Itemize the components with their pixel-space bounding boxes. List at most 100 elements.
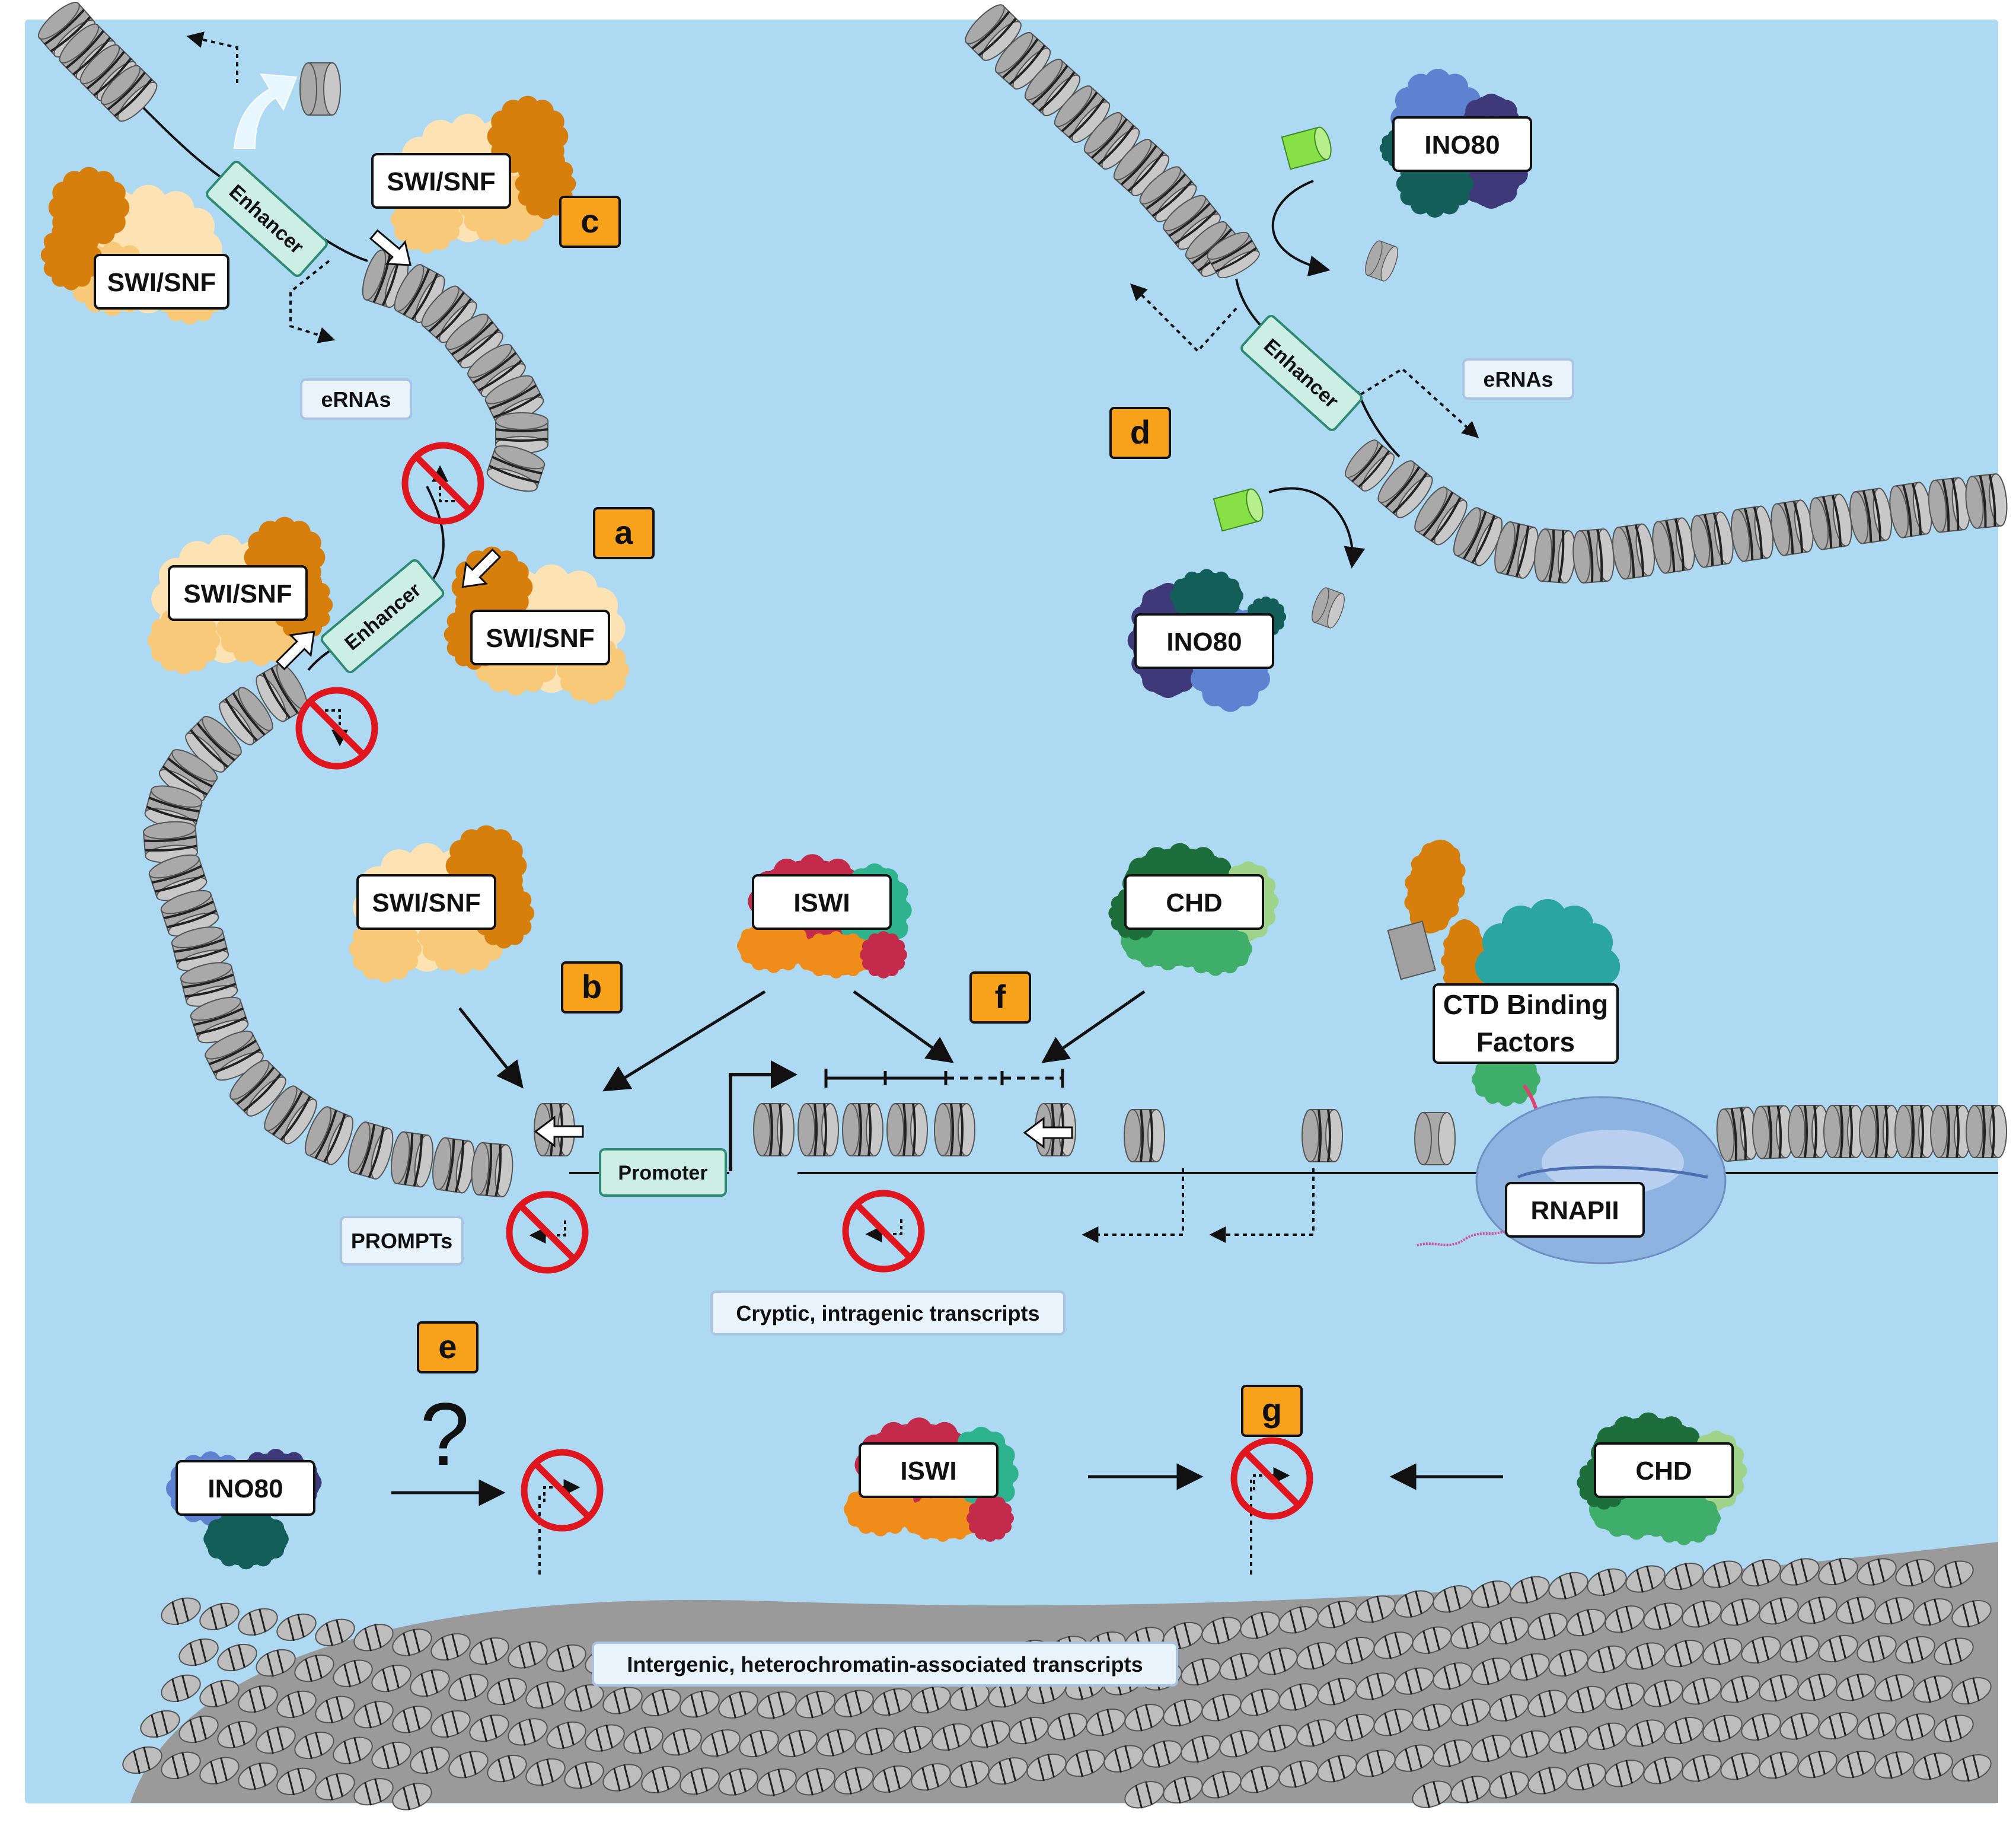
nucleosome — [1083, 112, 1140, 170]
panel-tag-c-text: c — [580, 202, 599, 240]
nucleosome — [421, 285, 477, 343]
iswi-label-g: ISWI — [859, 1442, 999, 1498]
nucleosome — [471, 1142, 513, 1198]
nucleosome — [1889, 482, 1932, 538]
nucleosome — [1652, 517, 1695, 574]
swisnf-label-b: SWI/SNF — [356, 874, 496, 930]
swisnf-label-c-left: SWI/SNF — [94, 254, 229, 310]
nucleosome — [394, 264, 445, 323]
panel-tag-d-text: d — [1130, 413, 1150, 451]
evicted-nucleosome — [299, 62, 341, 116]
swisnf-label-c-right-text: SWI/SNF — [387, 167, 495, 196]
ino80-label-e-text: INO80 — [208, 1474, 283, 1503]
swisnf-label-a-right-text: SWI/SNF — [486, 624, 594, 653]
ernas-label-c-text: eRNAs — [321, 387, 391, 412]
swisnf-label-a-left-text: SWI/SNF — [183, 579, 292, 608]
panel-tag-b: b — [561, 961, 623, 1014]
panel-tag-f-text: f — [995, 978, 1006, 1015]
swisnf-label-c-left-text: SWI/SNF — [107, 268, 216, 297]
prohibit-sign-e — [521, 1449, 604, 1532]
nucleosome — [229, 1060, 286, 1117]
nucleosome — [934, 1103, 975, 1156]
nucleosome — [1377, 460, 1433, 518]
nucleosome — [1163, 195, 1221, 250]
nucleosome — [1113, 139, 1170, 196]
promoter-label: Promoter — [599, 1148, 727, 1197]
panel-tag-a: a — [593, 507, 655, 559]
iswi-label-g-text: ISWI — [900, 1457, 956, 1486]
nucleosome — [142, 821, 199, 863]
nucleosome — [1494, 521, 1539, 579]
ino80-label-e: INO80 — [176, 1460, 315, 1516]
nucleosome — [1930, 1105, 1972, 1158]
nucleosome — [753, 1103, 795, 1156]
nucleosome — [1894, 1105, 1936, 1158]
erna-dotted-d-left — [1130, 283, 1237, 353]
nucleosome — [1024, 59, 1081, 116]
nucleosome — [798, 1103, 839, 1156]
ino80-label-d-top: INO80 — [1392, 116, 1532, 172]
evicted-h2a-h2b-bottom — [1213, 488, 1264, 532]
nucleosome — [445, 313, 503, 369]
cryptic-dotted-2 — [1209, 1168, 1315, 1243]
panel-tag-g: g — [1241, 1385, 1303, 1437]
nucleosome — [1302, 1109, 1343, 1162]
panel-tag-f: f — [969, 971, 1031, 1024]
nucleosome — [1572, 528, 1615, 584]
nucleosome — [1823, 1105, 1865, 1158]
nucleosome — [160, 890, 219, 937]
nucleosome — [1414, 1112, 1456, 1165]
panel-tag-c: c — [559, 196, 621, 248]
nucleosome — [1752, 1105, 1794, 1159]
nucleosome — [495, 412, 548, 454]
component-layer: SWI/SNF SWI/SNF SWI/SNF SWI/SNF SWI/SNF ISWI C… — [40, 69, 1747, 1687]
nucleosome — [148, 854, 208, 901]
nucleosome — [158, 749, 218, 802]
swisnf-label-a-right: SWI/SNF — [470, 610, 610, 665]
tss-arrow — [729, 1073, 771, 1171]
evicted-nucleosome — [1365, 240, 1398, 282]
nucleosome — [1966, 1105, 2007, 1158]
cryptic-transcripts-label: Cryptic, intragenic transcripts — [710, 1290, 1066, 1336]
arrow-chd-to-genebody — [1041, 990, 1146, 1063]
nucleosome — [1965, 473, 2008, 529]
rnapii-label: RNAPII — [1505, 1182, 1645, 1238]
cryptic-dotted-1 — [1082, 1168, 1184, 1243]
iswi-label-b: ISWI — [752, 874, 892, 930]
nucleosome — [391, 1131, 433, 1188]
erna-dotted-c-up — [186, 31, 238, 83]
nucleosome — [1612, 523, 1655, 580]
ino80-label-d-bottom-text: INO80 — [1166, 627, 1242, 656]
panel-tag-a-text: a — [614, 514, 633, 551]
promoter-label-text: Promoter — [618, 1162, 707, 1184]
prompts-label-text: PROMPTs — [351, 1229, 452, 1253]
swisnf-label-a-left: SWI/SNF — [168, 565, 308, 621]
nucleosome — [180, 962, 238, 1007]
eviction-arrow-c — [233, 73, 298, 149]
swisnf-label-c-right: SWI/SNF — [371, 153, 511, 209]
panel-tag-g-text: g — [1262, 1391, 1282, 1429]
unknown-mechanism-question-mark: ? — [420, 1384, 469, 1484]
arrow-swisnf-to-promoter — [458, 1007, 524, 1089]
nucleosome — [185, 716, 242, 773]
ernas-label-d: eRNAs — [1462, 358, 1574, 400]
swisnf-label-b-text: SWI/SNF — [372, 888, 480, 917]
nucleosome — [347, 1121, 394, 1180]
prohibit-sign-f — [842, 1190, 925, 1273]
nucleosome — [1788, 1105, 1829, 1158]
nucleosome — [1139, 166, 1197, 222]
remodel-arrow-a-left — [275, 630, 315, 671]
nucleosome — [1928, 477, 1971, 533]
ctd-label-line-2: Factors — [1476, 1027, 1575, 1057]
arrow-layer — [186, 31, 1503, 1575]
chd-label-g: CHD — [1594, 1442, 1734, 1498]
nucleosome — [205, 1030, 264, 1081]
prohibit-sign-a-top — [401, 442, 484, 525]
arrow-iswi-to-promoter — [602, 990, 766, 1092]
nucleosome — [1345, 439, 1395, 492]
rnapii-label-text: RNAPII — [1530, 1196, 1619, 1225]
nucleosome — [1771, 499, 1814, 556]
ino80-label-d-bottom: INO80 — [1134, 613, 1274, 669]
